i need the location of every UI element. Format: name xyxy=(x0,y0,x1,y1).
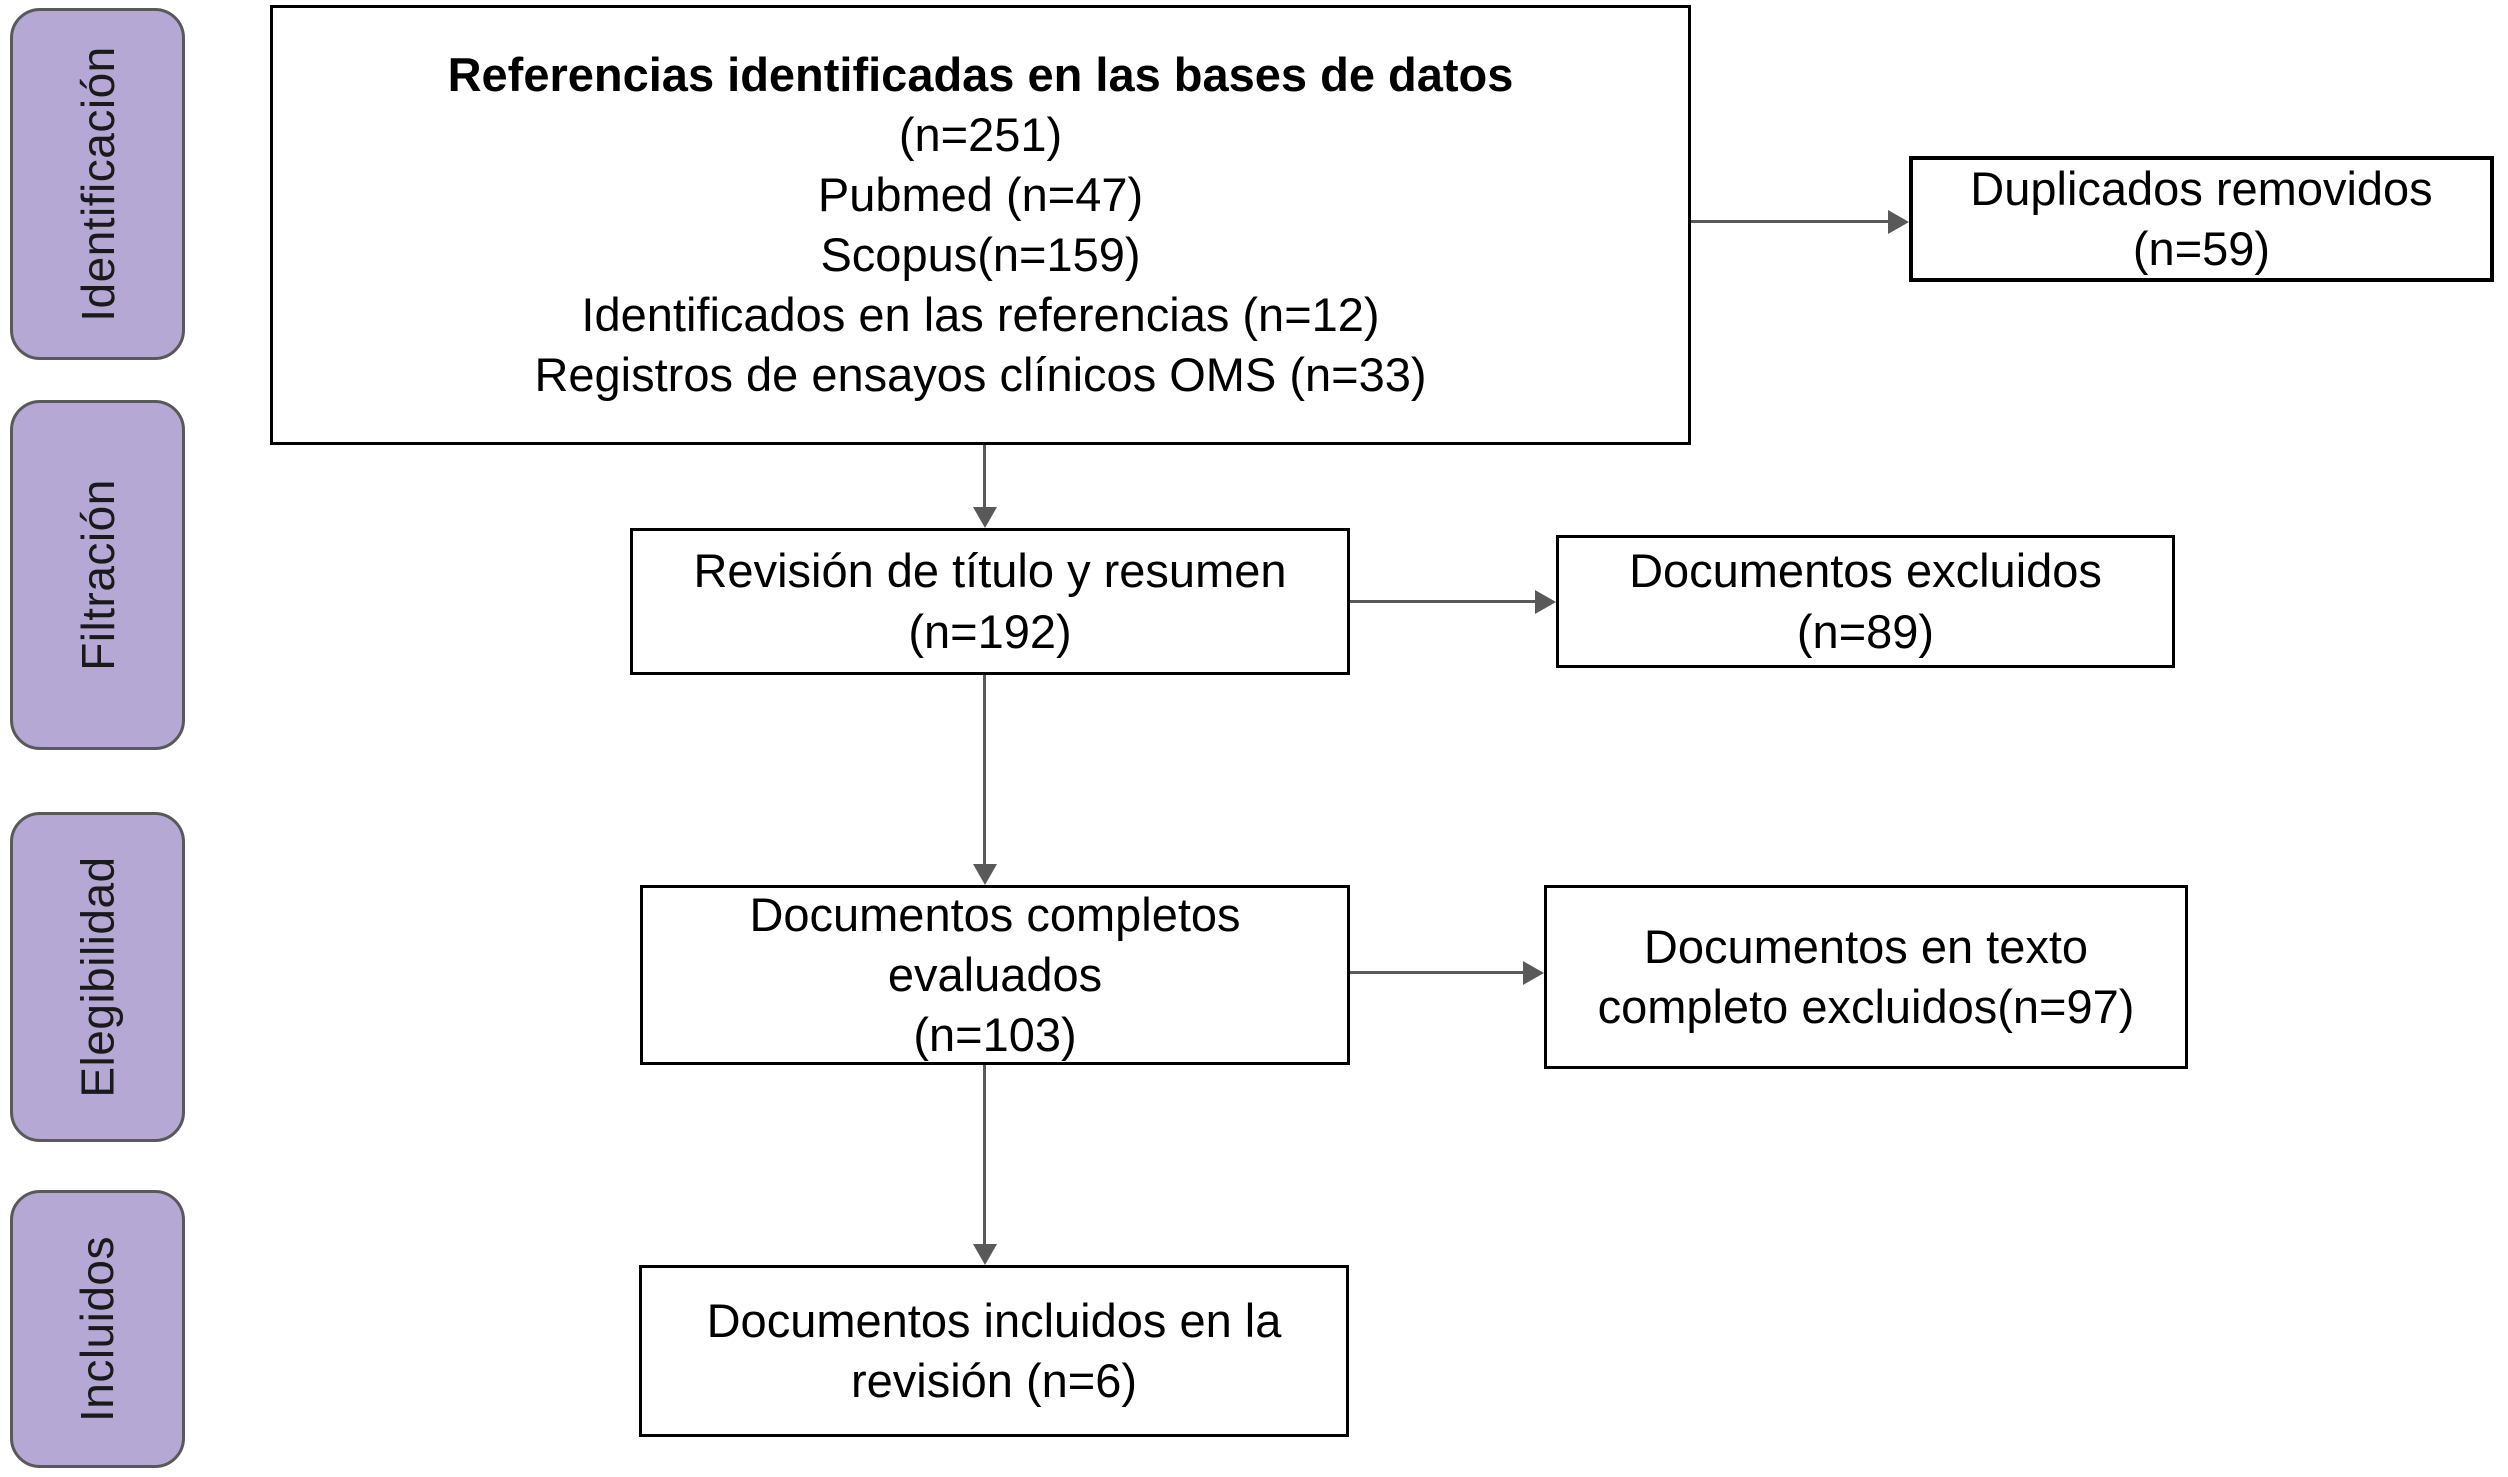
box-included-in-review: Documentos incluidos en la revisión (n=6… xyxy=(639,1265,1349,1437)
box-title-abstract-review-line: (n=192) xyxy=(908,604,1072,658)
stage-filtracion-label: Filtración xyxy=(71,479,124,671)
stage-identificacion: Identificación xyxy=(10,8,185,360)
stage-incluidos: Incluidos xyxy=(10,1190,185,1468)
box-references-identified-line: Identificados en las referencias (n=12) xyxy=(581,288,1380,342)
box-documents-excluded-line: Documentos excluidos xyxy=(1629,544,2102,598)
box-duplicates-removed-line: Duplicados removidos xyxy=(1970,161,2433,215)
box-references-identified-line: Scopus(n=159) xyxy=(820,228,1141,281)
box-references-identified-line: (n=251) xyxy=(898,107,1063,161)
arrow-identification-to-review xyxy=(983,445,986,508)
box-documents-excluded: Documentos excluidos (n=89) xyxy=(1556,535,2175,668)
box-duplicates-removed: Duplicados removidos (n=59) xyxy=(1909,156,2494,282)
stage-identificacion-label: Identificación xyxy=(71,46,124,322)
box-references-identified-title: Referencias identificadas en las bases d… xyxy=(447,47,1514,101)
box-full-documents-assessed: Documentos completos evaluados (n=103) xyxy=(640,885,1350,1065)
box-fulltext-excluded-line: completo excluidos(n=97) xyxy=(1597,980,2135,1033)
box-full-documents-assessed-line: Documentos completos xyxy=(749,887,1241,941)
box-full-documents-assessed-line: evaluados xyxy=(887,947,1103,1001)
box-documents-excluded-line: (n=89) xyxy=(1796,604,1935,658)
box-references-identified-line: Pubmed (n=47) xyxy=(817,167,1144,221)
stage-elegibilidad: Elegibilidad xyxy=(10,812,185,1142)
stage-elegibilidad-label: Elegibilidad xyxy=(71,856,124,1098)
arrow-review-to-assessed xyxy=(983,675,986,865)
box-references-identified: Referencias identificadas en las bases d… xyxy=(270,5,1691,445)
box-included-in-review-line: Documentos incluidos en la xyxy=(706,1293,1282,1347)
box-fulltext-excluded: Documentos en texto completo excluidos(n… xyxy=(1544,885,2188,1069)
arrow-review-to-excluded xyxy=(1350,600,1536,603)
arrow-assessed-to-included xyxy=(983,1065,986,1245)
box-duplicates-removed-line: (n=59) xyxy=(2132,222,2271,275)
box-fulltext-excluded-line: Documentos en texto xyxy=(1643,919,2089,973)
stage-filtracion: Filtración xyxy=(10,400,185,750)
arrow-assessed-to-fulltext-excluded xyxy=(1350,971,1524,974)
box-full-documents-assessed-line: (n=103) xyxy=(913,1008,1077,1062)
arrow-identification-to-duplicates xyxy=(1691,220,1889,223)
box-references-identified-line: Registros de ensayos clínicos OMS (n=33) xyxy=(534,348,1427,402)
box-included-in-review-line: revisión (n=6) xyxy=(850,1354,1138,1407)
stage-incluidos-label: Incluidos xyxy=(71,1235,124,1423)
box-title-abstract-review-line: Revisión de título y resumen xyxy=(693,544,1287,598)
box-title-abstract-review: Revisión de título y resumen (n=192) xyxy=(630,528,1350,675)
